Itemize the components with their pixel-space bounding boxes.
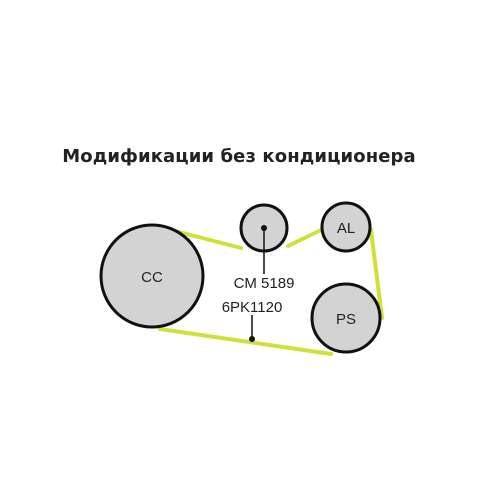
- belt-segment-al-to-ps: [369, 228, 384, 320]
- belt-segment-ps-to-cc: [158, 327, 333, 356]
- pulley-cc-circle: [99, 223, 205, 329]
- belt-segment-tensioner-to-al: [286, 227, 325, 248]
- pulley-cc-label: CC: [141, 269, 163, 286]
- pulley-ps: PS: [310, 282, 382, 354]
- belt-code-label: 6PK1120: [222, 299, 283, 316]
- belt: [158, 227, 384, 356]
- pulley-ps-label: PS: [336, 311, 356, 328]
- tensioner-code-label: CM 5189: [234, 275, 295, 292]
- belt-segment-cc-to-tensioner: [177, 230, 243, 250]
- pulley-ps-circle: [310, 282, 382, 354]
- pulley-al-circle: [320, 201, 372, 253]
- diagram-title: Модификации без кондиционера: [62, 146, 416, 167]
- pulley-al-label: AL: [337, 220, 355, 237]
- belt-leader-dot: [249, 336, 255, 342]
- pulley-cc: CC: [99, 223, 205, 329]
- pulley-al: AL: [320, 201, 372, 253]
